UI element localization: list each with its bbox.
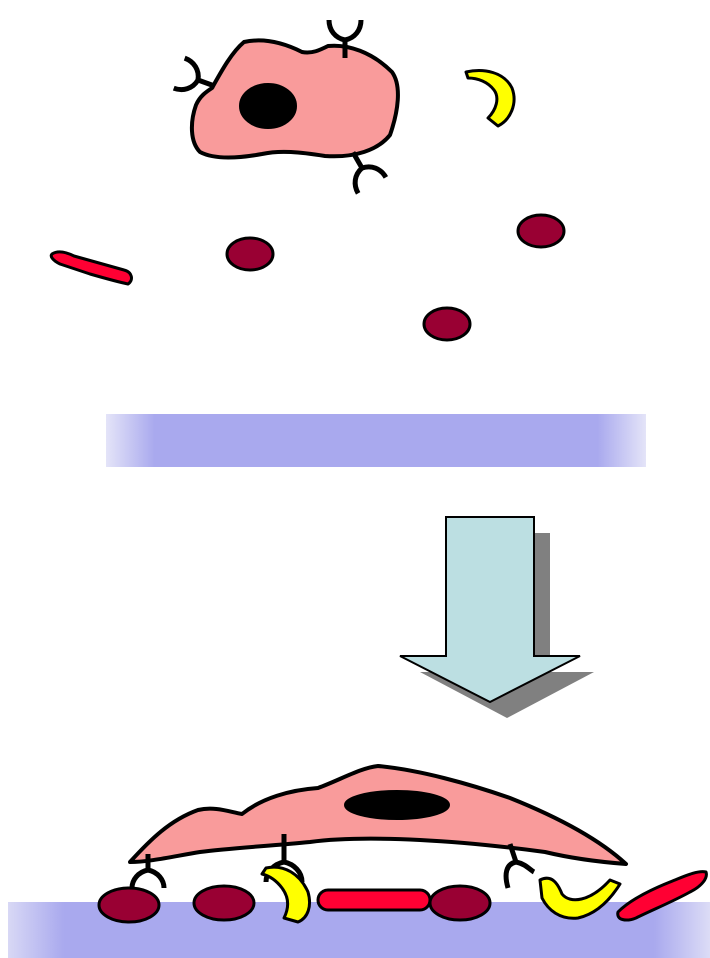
round-particle-icon [194,886,254,920]
crescent-particle-icon [466,71,514,126]
round-particle-icon [99,888,159,922]
free-cell-group [174,20,398,193]
round-particle-icon [518,215,564,247]
round-particle-icon [424,308,470,340]
rod-particle-icon [318,890,430,910]
adhered-cell-nucleus-icon [345,791,449,819]
adhered-cell-group [130,766,626,888]
round-particle-icon [227,238,273,270]
free-cell-nucleus-icon [240,84,296,128]
substrate-surface-top [106,414,646,467]
down-arrow-icon [400,517,594,718]
rod-particle-icon [51,252,131,284]
round-particle-icon [430,886,490,920]
